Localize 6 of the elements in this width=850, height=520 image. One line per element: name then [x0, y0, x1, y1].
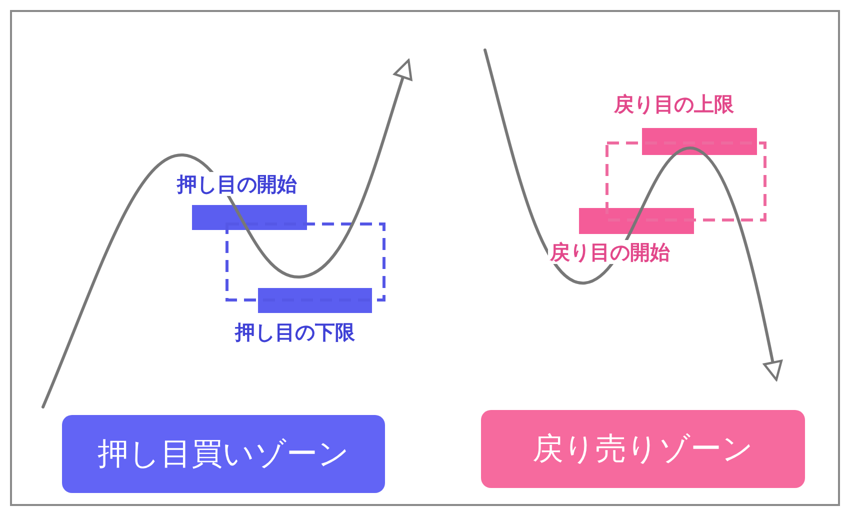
level-label: 戻り目の開始	[548, 240, 672, 264]
zone-banner: 押し目買いゾーン	[62, 415, 385, 493]
level-label: 押し目の下限	[233, 320, 357, 344]
level-label: 押し目の開始	[175, 172, 299, 196]
zone-banner: 戻り売りゾーン	[481, 410, 805, 488]
level-label: 戻り目の上限	[612, 92, 736, 116]
